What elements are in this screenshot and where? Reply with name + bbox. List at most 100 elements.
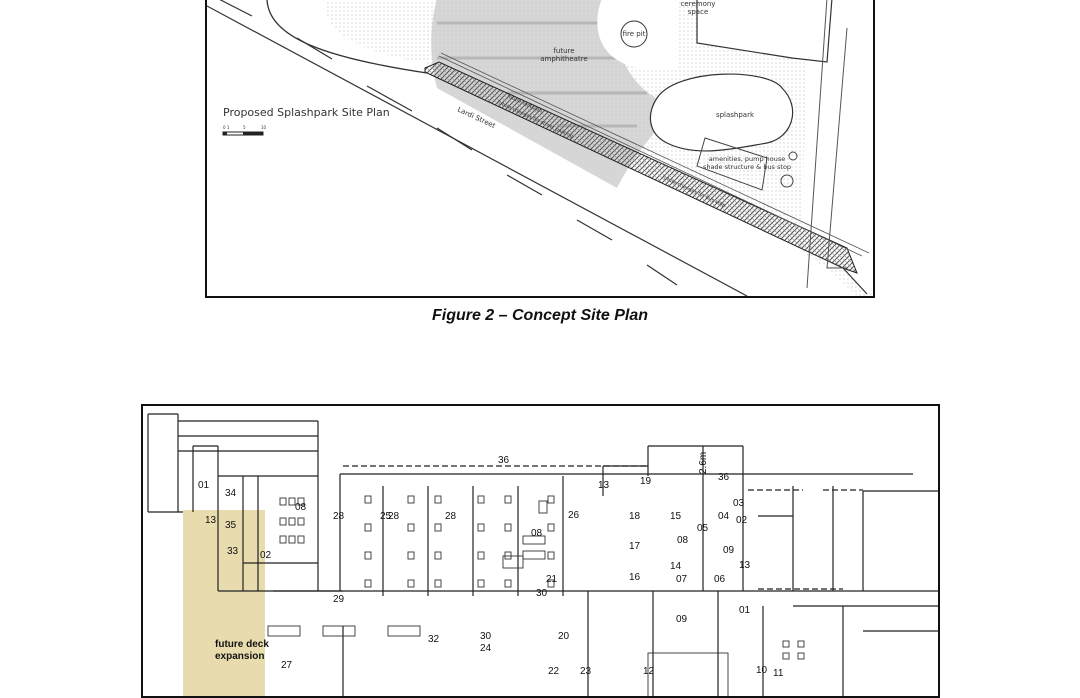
scale-bar: 0 1 5 10 [222, 125, 267, 136]
svg-text:10: 10 [261, 125, 267, 130]
furniture [434, 523, 442, 532]
room-number: 08 [295, 502, 307, 513]
room-number: 15 [670, 511, 682, 522]
furniture [288, 535, 296, 544]
room-number: 12 [643, 666, 655, 677]
concept-site-plan-figure: ceremony space fire pit future amphithea… [205, 0, 875, 298]
furniture [297, 497, 305, 506]
furniture [477, 551, 485, 560]
room-number: 08 [531, 528, 543, 539]
room-number: 01 [198, 480, 210, 491]
furniture [477, 579, 485, 588]
furniture [504, 551, 512, 560]
room-number: 01 [739, 605, 751, 616]
furniture [547, 523, 555, 532]
furniture [387, 625, 421, 637]
room-number: 25 [380, 511, 392, 522]
room-number: 13 [739, 560, 751, 571]
room-number: 24 [480, 643, 492, 654]
room-number: 29 [333, 594, 345, 605]
room-number: 35 [225, 520, 237, 531]
room-number: 27 [281, 660, 293, 671]
furniture [364, 551, 372, 560]
furniture [504, 523, 512, 532]
room-number: 36 [498, 455, 510, 466]
furniture [297, 535, 305, 544]
svg-text:0 1: 0 1 [223, 125, 230, 130]
room-number: 14 [670, 561, 682, 572]
room-number: 23 [580, 666, 592, 677]
furniture [522, 550, 546, 560]
furniture [267, 625, 301, 637]
furniture [522, 535, 546, 545]
furniture [434, 551, 442, 560]
furniture [279, 517, 287, 526]
room-number: 07 [676, 574, 688, 585]
amenities-label-2: shade structure & bus stop [703, 163, 791, 171]
furniture [364, 495, 372, 504]
furniture [434, 579, 442, 588]
furniture [364, 579, 372, 588]
room-number: 03 [733, 498, 745, 509]
room-number: 02 [736, 515, 748, 526]
amphitheatre-label: future [553, 47, 574, 55]
room-number: 28 [333, 511, 345, 522]
room-number: 09 [723, 545, 735, 556]
furniture [504, 579, 512, 588]
fire-pit-label: fire pit [623, 30, 646, 38]
room-number: 30 [480, 631, 492, 642]
room-number: 22 [548, 666, 560, 677]
room-number: 02 [260, 550, 272, 561]
furniture [407, 551, 415, 560]
room-number: 18 [629, 511, 641, 522]
furniture [407, 579, 415, 588]
room-number: 08 [677, 535, 689, 546]
room-number: 28 [388, 511, 400, 522]
room-number: 21 [546, 574, 558, 585]
furniture [547, 495, 555, 504]
furniture [782, 652, 790, 660]
figure-caption: Figure 2 – Concept Site Plan [431, 307, 649, 324]
splashpark-label: splashpark [716, 111, 755, 119]
furniture [297, 517, 305, 526]
room-number: 11 [773, 668, 784, 679]
room-number: 04 [718, 511, 730, 522]
room-number: 28 [445, 511, 457, 522]
deck-label: future deck [215, 639, 269, 650]
room-number: 26 [568, 510, 580, 521]
site-plan-drawing: ceremony space fire pit future amphithea… [207, 0, 870, 296]
fire-pit-symbol [620, 20, 648, 48]
room-number: 13 [205, 515, 217, 526]
room-number: 20 [558, 631, 570, 642]
room-number: 36 [718, 472, 730, 483]
room-number: 10 [756, 665, 768, 676]
room-number: 09 [676, 614, 688, 625]
furniture [434, 495, 442, 504]
furniture [407, 495, 415, 504]
room-number: 33 [227, 546, 239, 557]
room-number: 32 [428, 634, 440, 645]
amphitheatre-label-2: amphitheatre [540, 55, 588, 63]
furniture [407, 523, 415, 532]
furniture [797, 640, 805, 648]
furniture [782, 640, 790, 648]
furniture [288, 517, 296, 526]
room-number: 30 [536, 588, 548, 599]
furniture [477, 523, 485, 532]
building-outline [696, 0, 833, 63]
plan-title: Proposed Splashpark Site Plan [223, 106, 390, 119]
room-number: 16 [629, 572, 641, 583]
furniture [797, 652, 805, 660]
room-number: 13 [598, 480, 610, 491]
street-verge [424, 61, 858, 274]
room-number: 34 [225, 488, 237, 499]
furniture [364, 523, 372, 532]
furniture [502, 555, 524, 569]
ceremony-label: ceremony [681, 0, 716, 8]
furniture [288, 497, 296, 506]
furniture [538, 500, 548, 514]
splashpark-outline [649, 73, 794, 152]
furniture [279, 497, 287, 506]
